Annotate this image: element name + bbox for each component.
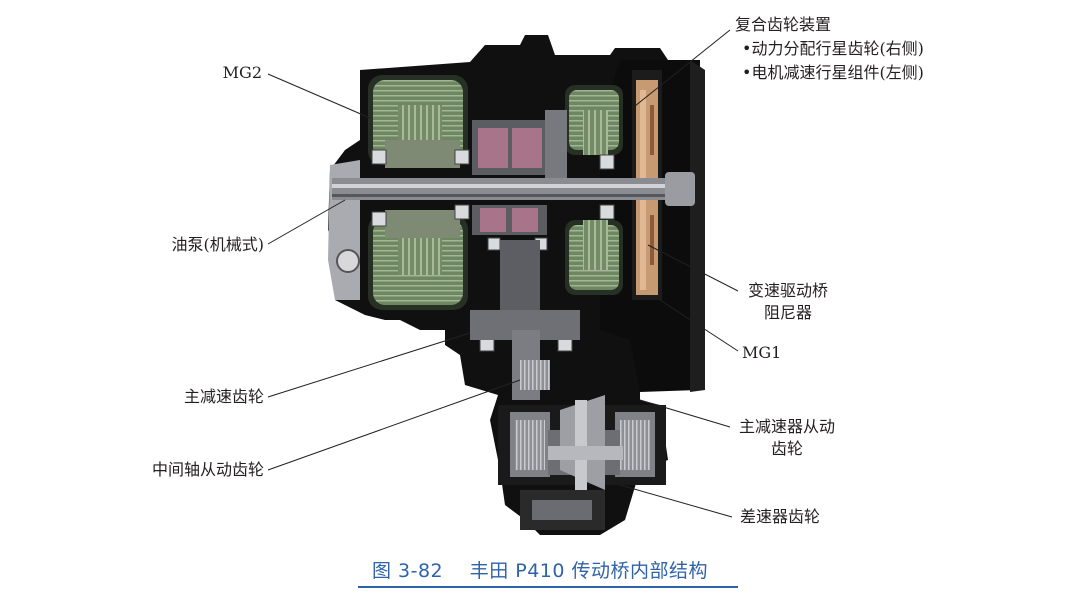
figure-caption: 图 3-82 丰田 P410 传动桥内部结构: [0, 556, 1080, 583]
label-final-driven-line1: 主减速器从动: [738, 417, 835, 436]
caption-title: 丰田 P410 传动桥内部结构: [469, 560, 709, 582]
caption-underline: [358, 586, 738, 588]
label-mg2: MG2: [222, 63, 262, 82]
label-damper-line2: 阻尼器: [763, 303, 812, 322]
label-differential-gear: 差速器齿轮: [740, 507, 821, 526]
caption-number: 图 3-82: [371, 560, 444, 582]
planetary-gear-set: [472, 110, 567, 235]
label-motor-reduction-planetary: •电机减速行星组件(左侧): [742, 63, 924, 82]
main-shaft: [332, 172, 695, 206]
counter-shaft: [470, 240, 580, 400]
label-counter-driven-gear: 中间轴从动齿轮: [151, 460, 264, 479]
mg2-motor: [368, 75, 468, 310]
label-compound-gear: 复合齿轮装置: [735, 15, 832, 34]
label-power-split-planetary: •动力分配行星齿轮(右侧): [742, 39, 924, 58]
differential: [498, 395, 666, 530]
label-final-drive-gear: 主减速齿轮: [183, 387, 264, 406]
label-damper-line1: 变速驱动桥: [747, 281, 828, 300]
leader-lines: [267, 29, 739, 518]
label-oil-pump: 油泵(机械式): [171, 235, 265, 254]
label-mg1: MG1: [742, 343, 782, 362]
label-final-driven-line2: 齿轮: [770, 439, 803, 458]
mg1-motor: [565, 85, 623, 295]
